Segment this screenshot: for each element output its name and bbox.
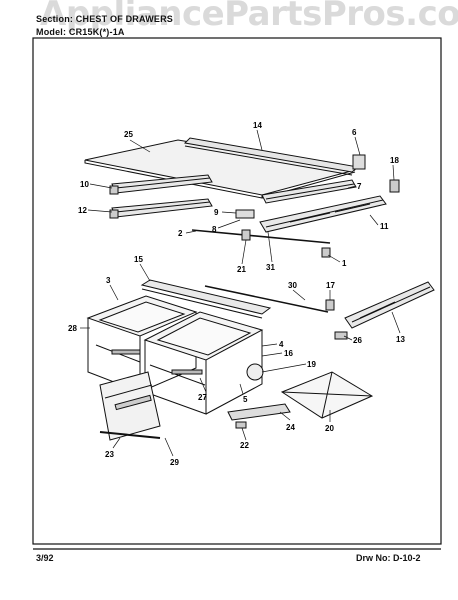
frame-border xyxy=(32,37,442,545)
trim-23 xyxy=(99,431,161,439)
watermark: AppliancePartsPros.com xyxy=(40,0,458,34)
callout-16: 16 xyxy=(284,349,293,358)
callout-10: 10 xyxy=(80,180,89,189)
callout-3: 3 xyxy=(106,276,111,285)
callout-2: 2 xyxy=(178,229,183,238)
bracket-21 xyxy=(241,229,251,241)
callout-18: 18 xyxy=(390,156,399,165)
callout-22: 22 xyxy=(240,441,249,450)
cross-rail-15 xyxy=(140,279,272,315)
callout-8: 8 xyxy=(212,225,217,234)
callout-27: 27 xyxy=(198,393,207,402)
rear-rail xyxy=(183,137,366,176)
clip-17 xyxy=(325,299,335,311)
callout-15: 15 xyxy=(134,255,143,264)
left-slide-rails xyxy=(109,174,213,219)
clip-26 xyxy=(334,331,348,340)
bottom-rail-24 xyxy=(227,403,291,421)
rod-2 xyxy=(191,229,331,244)
clip-18 xyxy=(389,179,400,193)
callout-24: 24 xyxy=(286,423,295,432)
callout-11: 11 xyxy=(380,222,389,231)
callout-12: 12 xyxy=(78,206,87,215)
callout-5: 5 xyxy=(243,395,248,404)
left-drawer xyxy=(86,295,198,393)
callout-13: 13 xyxy=(396,335,405,344)
callout-14: 14 xyxy=(253,121,262,130)
right-drawer xyxy=(143,311,264,415)
callout-labels: 25 14 6 18 10 7 12 9 8 2 21 31 11 1 15 3… xyxy=(68,121,405,467)
revision-date: 3/92 xyxy=(36,553,54,563)
callout-7: 7 xyxy=(357,182,362,191)
callout-30: 30 xyxy=(288,281,297,290)
callout-23: 23 xyxy=(105,450,114,459)
callout-17: 17 xyxy=(326,281,335,290)
leader-lines xyxy=(80,129,401,457)
right-slide-rails xyxy=(259,179,387,233)
callout-28: 28 xyxy=(68,324,77,333)
bracket-9 xyxy=(235,209,255,219)
callout-26: 26 xyxy=(353,336,362,345)
rod-30 xyxy=(204,285,329,313)
drawer-guide-right xyxy=(344,281,435,329)
callout-1: 1 xyxy=(342,259,347,268)
callout-19: 19 xyxy=(307,360,316,369)
model-title: Model: CR15K(*)-1A xyxy=(36,27,125,37)
callout-20: 20 xyxy=(325,424,334,433)
callout-25: 25 xyxy=(124,130,133,139)
callout-21: 21 xyxy=(237,265,246,274)
knob-19 xyxy=(246,363,264,381)
crisper-cover xyxy=(280,371,374,419)
clip-1 xyxy=(321,247,331,258)
callout-29: 29 xyxy=(170,458,179,467)
section-title: Section: CHEST OF DRAWERS xyxy=(36,14,174,24)
callout-4: 4 xyxy=(279,340,284,349)
callout-31: 31 xyxy=(266,263,275,272)
drawing-number: Drw No: D-10-2 xyxy=(356,553,421,563)
callout-6: 6 xyxy=(352,128,357,137)
clip-22 xyxy=(235,421,247,429)
drawer-front xyxy=(99,371,161,441)
callout-9: 9 xyxy=(214,208,219,217)
end-cap-6 xyxy=(352,154,366,170)
